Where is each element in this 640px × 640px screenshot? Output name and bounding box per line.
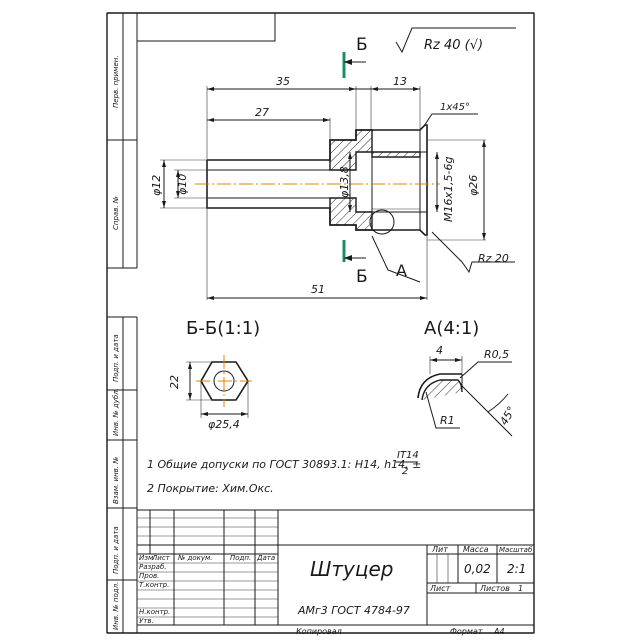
side-label-perv-primen: Перв. примен. xyxy=(112,55,120,108)
section-cut-marks: Б Б xyxy=(342,35,368,287)
scale-label: Масштаб xyxy=(499,546,533,554)
mass-value: 0,02 xyxy=(464,562,491,576)
main-view: 35 13 27 1x45° 51 φ12 φ10 φ13,8 xyxy=(150,75,515,300)
side-label-vzam-inv: Взам. инв. № xyxy=(112,456,120,504)
dim-22: 22 xyxy=(168,375,181,389)
side-label-sprav: Справ. № xyxy=(112,196,120,230)
dim-r1: R1 xyxy=(440,414,455,427)
dim-chamfer: 1x45° xyxy=(440,102,470,113)
note-1: 1 Общие допуски по ГОСТ 30893.1: H14, h1… xyxy=(147,458,421,471)
side-label-podp-data-2: Подп. и дата xyxy=(112,526,120,574)
dim-4: 4 xyxy=(436,344,443,357)
hatch-upper xyxy=(329,129,421,171)
col-izm: Изм xyxy=(139,554,154,562)
row-prov: Пров. xyxy=(139,572,159,580)
note-2: 2 Покрытие: Хим.Окс. xyxy=(147,482,274,495)
material: АМг3 ГОСТ 4784-97 xyxy=(297,604,410,617)
dim-51: 51 xyxy=(311,283,325,296)
col-list: Лист xyxy=(151,554,171,562)
side-labels: Перв. примен. Справ. № Подп. и дата Инв.… xyxy=(112,55,120,630)
dim-phi26: φ26 xyxy=(467,175,480,196)
technical-notes: 1 Общие допуски по ГОСТ 30893.1: H14, h1… xyxy=(147,450,421,495)
detail-view: A(4:1) 4 R0,5 R1 45° xyxy=(417,318,518,437)
note-1-denominator: 2 xyxy=(402,466,408,477)
col-data: Дата xyxy=(256,554,275,562)
row-nkontr: Н.контр. xyxy=(139,608,170,616)
section-view: Б-Б(1:1) 22 φ25,4 xyxy=(168,318,260,431)
lit-label: Лит xyxy=(431,545,448,554)
callout-a: A xyxy=(396,261,407,280)
dim-35: 35 xyxy=(276,75,290,88)
side-label-podp-data-1: Подп. и дата xyxy=(112,334,120,382)
row-razrab: Разраб. xyxy=(139,563,167,571)
format-value: A4 xyxy=(493,627,505,636)
row-utv: Утв. xyxy=(139,617,154,625)
dim-thread: M16x1,5-6g xyxy=(442,157,455,222)
hatch-lower xyxy=(329,197,373,231)
dim-phi25-4: φ25,4 xyxy=(208,418,240,431)
surface-finish-symbol: Rz 40 (√) xyxy=(395,27,516,54)
dim-13: 13 xyxy=(393,75,407,88)
dim-rz20: Rz 20 xyxy=(478,252,509,265)
scale-value: 2:1 xyxy=(507,562,526,576)
section-mark-top: Б xyxy=(356,35,368,55)
title-block: Изм Лист № докум. Подп. Дата Разраб. Про… xyxy=(136,509,535,636)
copied-label: Копировал xyxy=(296,627,342,636)
section-view-title: Б-Б(1:1) xyxy=(186,318,260,339)
dim-phi10: φ10 xyxy=(176,174,189,195)
designation-box xyxy=(136,12,276,42)
sheets-value: 1 xyxy=(518,584,523,593)
surface-finish-text: Rz 40 (√) xyxy=(424,38,483,53)
sheet-label: Лист xyxy=(429,584,451,593)
detail-a-circle xyxy=(369,209,395,235)
dim-phi12: φ12 xyxy=(150,175,163,196)
detail-view-title: A(4:1) xyxy=(424,318,479,339)
part-name: Штуцер xyxy=(310,557,394,581)
dim-phi13-8: φ13,8 xyxy=(338,166,351,198)
side-label-inv-dubl: Инв. № дубл. xyxy=(112,388,120,436)
side-label-inv-podl: Инв. № подл. xyxy=(112,582,120,630)
row-tkontr: Т.контр. xyxy=(139,581,169,589)
dim-27: 27 xyxy=(255,106,269,119)
note-1-numerator: IT14 xyxy=(397,450,419,461)
col-podp: Подп. xyxy=(230,554,251,562)
col-doc: № докум. xyxy=(177,554,213,562)
dim-r05: R0,5 xyxy=(484,348,509,361)
sheets-label: Листов xyxy=(479,584,510,593)
mass-label: Масса xyxy=(463,545,489,554)
section-mark-bottom: Б xyxy=(356,267,368,287)
format-label: Формат xyxy=(450,627,483,636)
